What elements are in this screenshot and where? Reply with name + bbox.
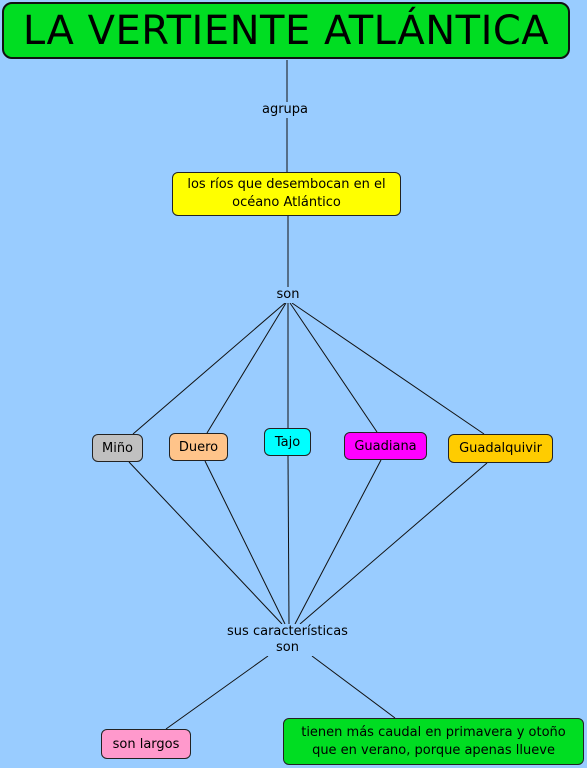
river-node-duero[interactable]: Duero: [169, 433, 228, 461]
line-son-guadalquivir: [291, 302, 485, 435]
line-son-guadiana: [289, 302, 378, 433]
line-guadalquivir-car: [299, 462, 488, 625]
largos-node[interactable]: son largos: [101, 729, 191, 759]
line-car-largos: [165, 655, 269, 730]
rios-node[interactable]: los ríos que desembocan en el océano Atl…: [172, 172, 401, 216]
line-tajo-car: [287, 455, 290, 625]
link-label-agrupa: agrupa: [255, 102, 315, 118]
line-son-duero: [206, 302, 287, 434]
line-car-caudal: [311, 655, 396, 719]
river-node-tajo[interactable]: Tajo: [264, 428, 311, 456]
link-label-son: son: [270, 287, 306, 303]
river-node-mino[interactable]: Miño: [92, 434, 143, 462]
river-node-guadalquivir[interactable]: Guadalquivir: [448, 434, 553, 463]
line-mino-car: [128, 461, 283, 625]
river-node-guadiana[interactable]: Guadiana: [344, 432, 427, 460]
line-guadiana-car: [294, 459, 382, 625]
link-label-caracteristicas: sus características son: [215, 624, 360, 656]
title-node[interactable]: LA VERTIENTE ATLÁNTICA: [2, 2, 570, 59]
caudal-node[interactable]: tienen más caudal en primavera y otoño q…: [283, 718, 584, 765]
line-son-mino: [132, 302, 286, 435]
line-duero-car: [204, 460, 286, 625]
